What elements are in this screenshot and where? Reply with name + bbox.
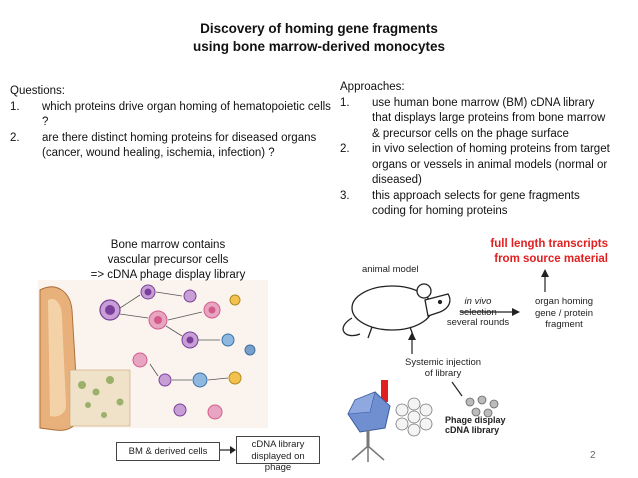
approach-item: 2. in vivo selection of homing proteins … [340,142,610,189]
phage-structure [347,391,391,462]
marrow-cells-cluster [78,376,124,418]
in-vivo-selection-label: in vivo selection several rounds [438,296,518,329]
organ-homing-label: organ homing gene / protein fragment [508,296,620,331]
systemic-line-2: of library [424,368,462,379]
bone-marrow-caption: Bone marrow contains vascular precursor … [88,238,248,283]
approach-item: 3. this approach selects for gene fragme… [340,189,610,220]
systemic-injection-label: Systemic injection of library [398,357,488,379]
systemic-line-1: Systemic injection [404,357,482,368]
red-marker [381,380,388,402]
title-line-2: using bone marrow-derived monocytes [192,39,446,54]
organ-line-2: gene / protein [534,307,594,319]
bm-caption-line-3: => cDNA phage display library [90,269,246,281]
up-arrow [541,269,549,292]
diagonal-arrow [451,381,463,397]
question-number: 2. [10,131,20,144]
bm-caption-line-2: vascular precursor cells [107,254,229,266]
hematopoietic-cells [99,284,256,420]
approach-number: 1. [340,96,350,109]
page-number: 2 [590,450,596,461]
display-structure [395,397,433,437]
phage-particles [465,395,499,418]
questions-heading: Questions: [10,85,65,97]
injection-arrow [408,332,416,354]
marrow-tissue [69,369,131,427]
approach-number: 3. [340,189,350,202]
in-vivo-text: in vivo [464,296,492,307]
selection-arrow [460,308,520,316]
box-arrow [218,446,236,454]
approaches-heading: Approaches: [340,81,405,93]
slide-title: Discovery of homing gene fragments using… [0,20,638,56]
full-length-transcripts-note: full length transcripts from source mate… [490,238,608,265]
question-item: 2. are there distinct homing proteins fo… [10,131,335,162]
question-number: 1. [10,100,20,113]
question-text: which proteins drive organ homing of hem… [42,100,331,129]
bm-derived-cells-box: BM & derived cells [116,442,220,461]
approach-text: in vivo selection of homing proteins fro… [372,143,610,186]
bone-marrow-cavity [48,298,66,417]
question-item: 1. which proteins drive organ homing of … [10,100,335,131]
question-text: are there distinct homing proteins for d… [42,131,317,160]
approaches-section: Approaches: 1. use human bone marrow (BM… [340,80,610,220]
cdna-box-line-2: displayed on phage [251,450,305,474]
cdna-library-box: cDNA library displayed on phage [236,436,320,473]
cdna-box-line-1: cDNA library [251,439,305,450]
mouse-drawing [342,283,451,339]
approach-text: this approach selects for gene fragments… [372,189,580,218]
phage-line-2: cDNA library [445,425,500,435]
questions-section: Questions: 1. which proteins drive organ… [10,84,335,162]
differentiation-arrows [119,291,229,381]
phage-line-1: Phage display [445,415,506,425]
bm-caption-line-1: Bone marrow contains [110,239,226,251]
animal-model-label: animal model [362,264,419,275]
phage-display-label: Phage display cDNA library [445,415,506,435]
selection-text: selection [459,306,497,318]
approach-text: use human bone marrow (BM) cDNA library … [372,96,606,140]
approach-number: 2. [340,143,350,155]
organ-line-3: fragment [545,319,583,330]
approach-item: 1. use human bone marrow (BM) cDNA libra… [340,96,610,143]
several-rounds-text: several rounds [446,317,510,328]
organ-line-1: organ homing [534,296,594,307]
title-line-1: Discovery of homing gene fragments [200,21,438,36]
